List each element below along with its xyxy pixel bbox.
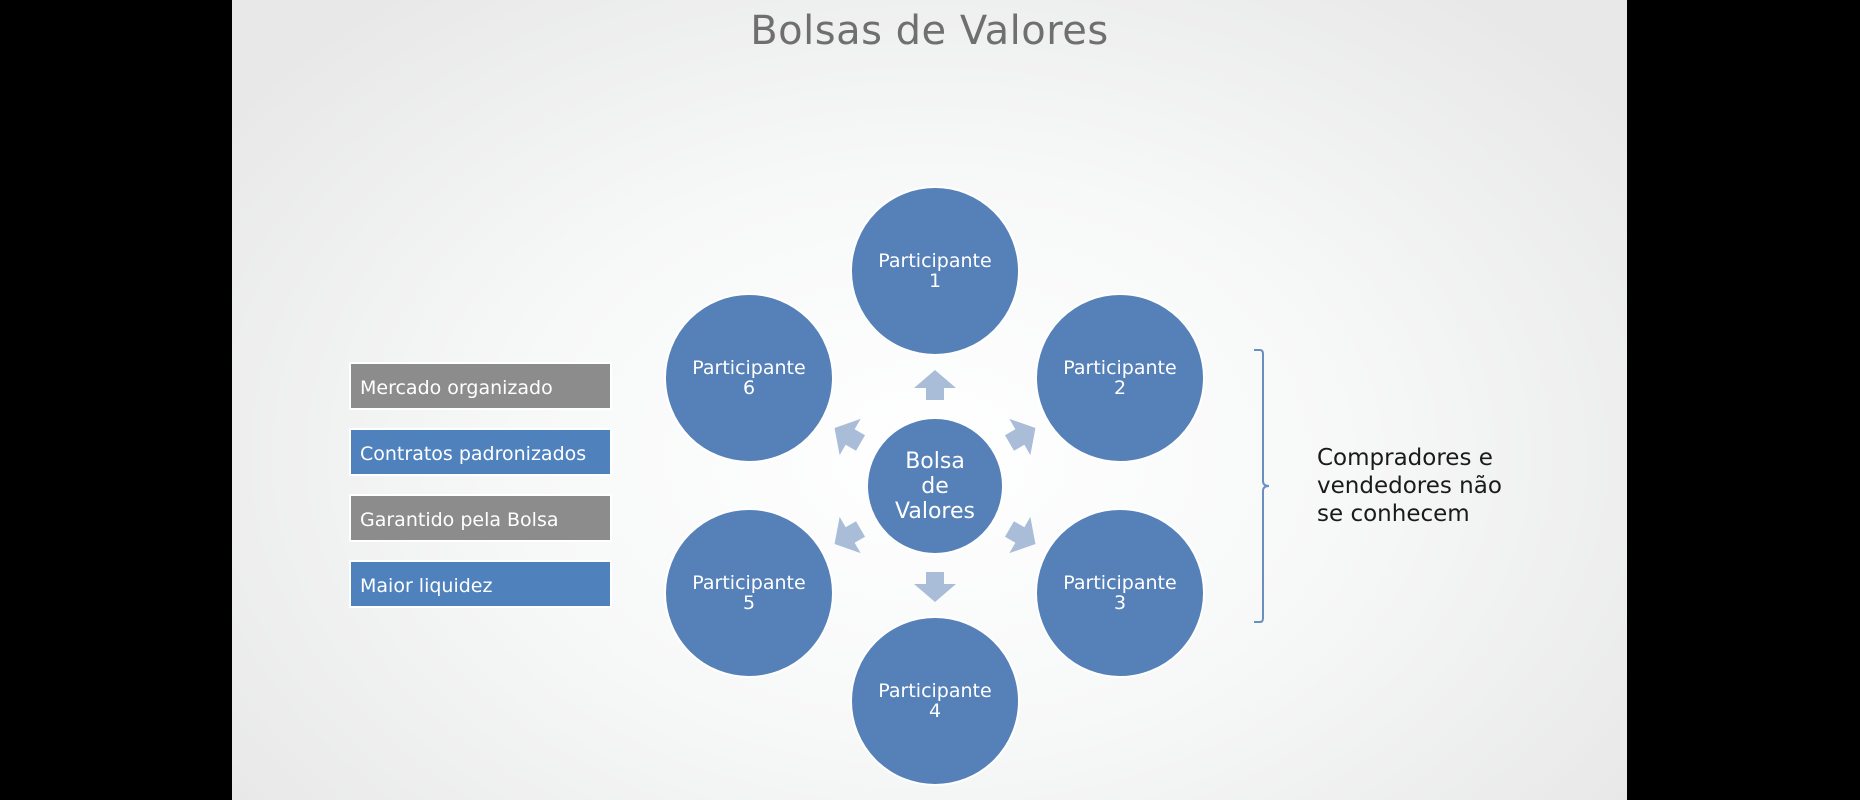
- arrow-to-participant-4: [914, 572, 956, 602]
- feature-box-maior-liquidez: Maior liquidez: [349, 560, 612, 608]
- participant-label: Participante: [1063, 572, 1177, 594]
- arrow-to-participant-3: [1004, 516, 1036, 554]
- participant-label: Participante: [878, 250, 992, 272]
- hub-arrows: [834, 370, 1036, 602]
- feature-box-mercado-organizado: Mercado organizado: [349, 362, 612, 410]
- participant-label: Participante: [1063, 357, 1177, 379]
- hub-node-bolsa-de-valores: Bolsa de Valores: [866, 417, 1004, 555]
- participant-node-4: Participante 4: [850, 616, 1020, 786]
- participant-node-5: Participante 5: [664, 508, 834, 678]
- participant-number: 1: [928, 270, 942, 292]
- participant-label: Participante: [692, 357, 806, 379]
- feature-box-garantido-pela-bolsa: Garantido pela Bolsa: [349, 494, 612, 542]
- note-line: Compradores e: [1317, 445, 1493, 471]
- note-line: vendedores não: [1317, 473, 1502, 499]
- arrow-to-participant-6: [834, 418, 866, 456]
- participant-number: 6: [742, 377, 756, 399]
- participant-node-1: Participante 1: [850, 186, 1020, 356]
- participant-number: 4: [928, 700, 942, 722]
- hub-label-line: Bolsa: [905, 448, 965, 474]
- slide: Bolsas de Valores Mercado organizado Con…: [232, 0, 1627, 800]
- participant-node-2: Participante 2: [1035, 293, 1205, 463]
- arrow-to-participant-2: [1004, 418, 1036, 456]
- arrow-to-participant-5: [834, 516, 866, 554]
- participant-node-3: Participante 3: [1035, 508, 1205, 678]
- participant-number: 2: [1113, 377, 1127, 399]
- slide-title: Bolsas de Valores: [750, 8, 1109, 54]
- participant-number: 3: [1113, 592, 1127, 614]
- hub-label-line: Valores: [895, 498, 975, 524]
- participant-number: 5: [742, 592, 756, 614]
- participant-node-6: Participante 6: [664, 293, 834, 463]
- hub-label-line: de: [921, 473, 949, 499]
- arrow-to-participant-1: [914, 370, 956, 400]
- note-line: se conhecem: [1317, 501, 1470, 527]
- feature-box-contratos-padronizados: Contratos padronizados: [349, 428, 612, 476]
- note-text: Compradores e vendedores não se conhecem: [1317, 444, 1517, 528]
- right-brace-icon: [1254, 349, 1270, 623]
- participant-label: Participante: [692, 572, 806, 594]
- participant-label: Participante: [878, 680, 992, 702]
